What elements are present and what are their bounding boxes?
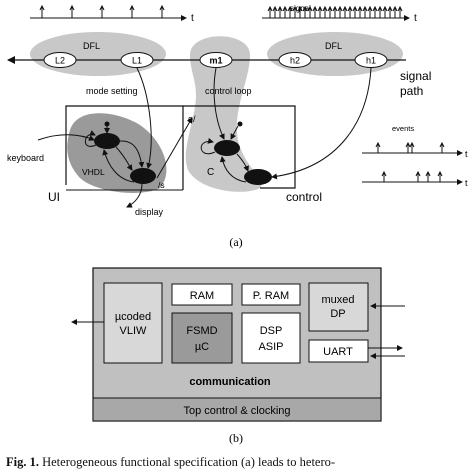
ctrl-state-1 [214, 140, 240, 156]
dfl-right-label: DFL [325, 41, 342, 51]
keyboard-label: keyboard [7, 153, 44, 163]
block-ucoded-vliw: µcoded VLIW [103, 282, 163, 364]
svg-text:µC: µC [195, 341, 209, 353]
time-axis-label-1: t [191, 13, 194, 24]
events-t-label-2: t [465, 178, 468, 188]
events-train-2 [362, 170, 463, 185]
figure-number: Fig. 1. [6, 455, 39, 469]
ui-to-control-arrow [156, 117, 193, 179]
control-frame [183, 105, 296, 189]
signal-train-left [30, 4, 187, 21]
mode-setting-arrow [136, 67, 153, 169]
svg-text:ASIP: ASIP [258, 341, 283, 353]
node-L2: L2 [43, 52, 77, 68]
events-train-1 [362, 141, 463, 156]
svg-text:L2: L2 [55, 56, 65, 66]
ui-frame [65, 105, 184, 190]
node-h2: h2 [278, 52, 312, 68]
svg-text:h2: h2 [290, 56, 300, 66]
s-label: /s [158, 180, 165, 190]
svg-text:µcoded: µcoded [115, 311, 151, 323]
svg-text:h1: h1 [366, 56, 376, 66]
signal-train-right [262, 5, 410, 21]
svg-text:DSP: DSP [260, 325, 283, 337]
svg-text:DP: DP [330, 308, 345, 320]
block-fsmd-uc: FSMD µC [171, 312, 233, 364]
events-arrow [271, 67, 372, 180]
svg-text:muxed: muxed [321, 294, 354, 306]
ctrl-state-2 [244, 169, 272, 185]
sub-label-b: (b) [229, 431, 243, 445]
ui-self-loop [84, 130, 97, 147]
c-label: C [207, 167, 214, 178]
ctrl-initial-dot [237, 121, 243, 127]
block-pram: P. RAM [241, 283, 301, 306]
block-uart: UART [308, 339, 369, 363]
node-m1: m1 [199, 52, 233, 68]
figure-caption: Fig. 1. Heterogeneous functional specifi… [6, 455, 472, 472]
figure-canvas: t signal t DFL DFL L2 L1 m1 h2 h1 signal… [7, 4, 468, 445]
svg-text:UART: UART [323, 346, 353, 358]
svg-text:VLIW: VLIW [120, 325, 148, 337]
svg-text:P. RAM: P. RAM [253, 290, 289, 302]
ui-initial-dot [104, 121, 110, 127]
control-loop-label: control loop [205, 86, 252, 96]
svg-text:FSMD: FSMD [186, 325, 217, 337]
top-control-bar [92, 397, 382, 422]
sub-label-a: (a) [229, 235, 242, 249]
time-axis-label-2: t [414, 13, 417, 24]
events-label: events [392, 124, 414, 133]
keyboard-arrow [37, 134, 95, 141]
events-t-label-1: t [465, 149, 468, 159]
svg-text:RAM: RAM [190, 290, 214, 302]
figure-caption-text: Heterogeneous functional specification (… [42, 455, 336, 469]
node-h1: h1 [354, 52, 388, 68]
display-label: display [135, 207, 164, 217]
ui-state-2 [130, 168, 156, 184]
node-L1: L1 [120, 52, 154, 68]
vhdl-label: VHDL [82, 167, 105, 177]
svg-text:L1: L1 [132, 56, 142, 66]
mode-setting-label: mode setting [86, 86, 138, 96]
signal-path-label-line2: path [400, 84, 423, 98]
top-control-label: Top control & clocking [184, 405, 291, 417]
ui-label: UI [48, 190, 60, 204]
control-label: control [286, 190, 322, 204]
ui-state-1 [94, 133, 120, 149]
block-muxed-dp: muxed DP [308, 282, 369, 332]
dfl-left-label: DFL [83, 41, 100, 51]
communication-label: communication [189, 376, 271, 388]
signal-path-label-line1: signal [400, 69, 431, 83]
ctrl-self-loop [200, 137, 216, 155]
block-dsp-asip: DSP ASIP [241, 312, 301, 364]
svg-text:m1: m1 [209, 56, 222, 66]
block-ram: RAM [171, 283, 233, 306]
control-loop-arrow [213, 67, 225, 140]
display-arrow [126, 183, 143, 208]
e-label: e/ [188, 114, 196, 124]
